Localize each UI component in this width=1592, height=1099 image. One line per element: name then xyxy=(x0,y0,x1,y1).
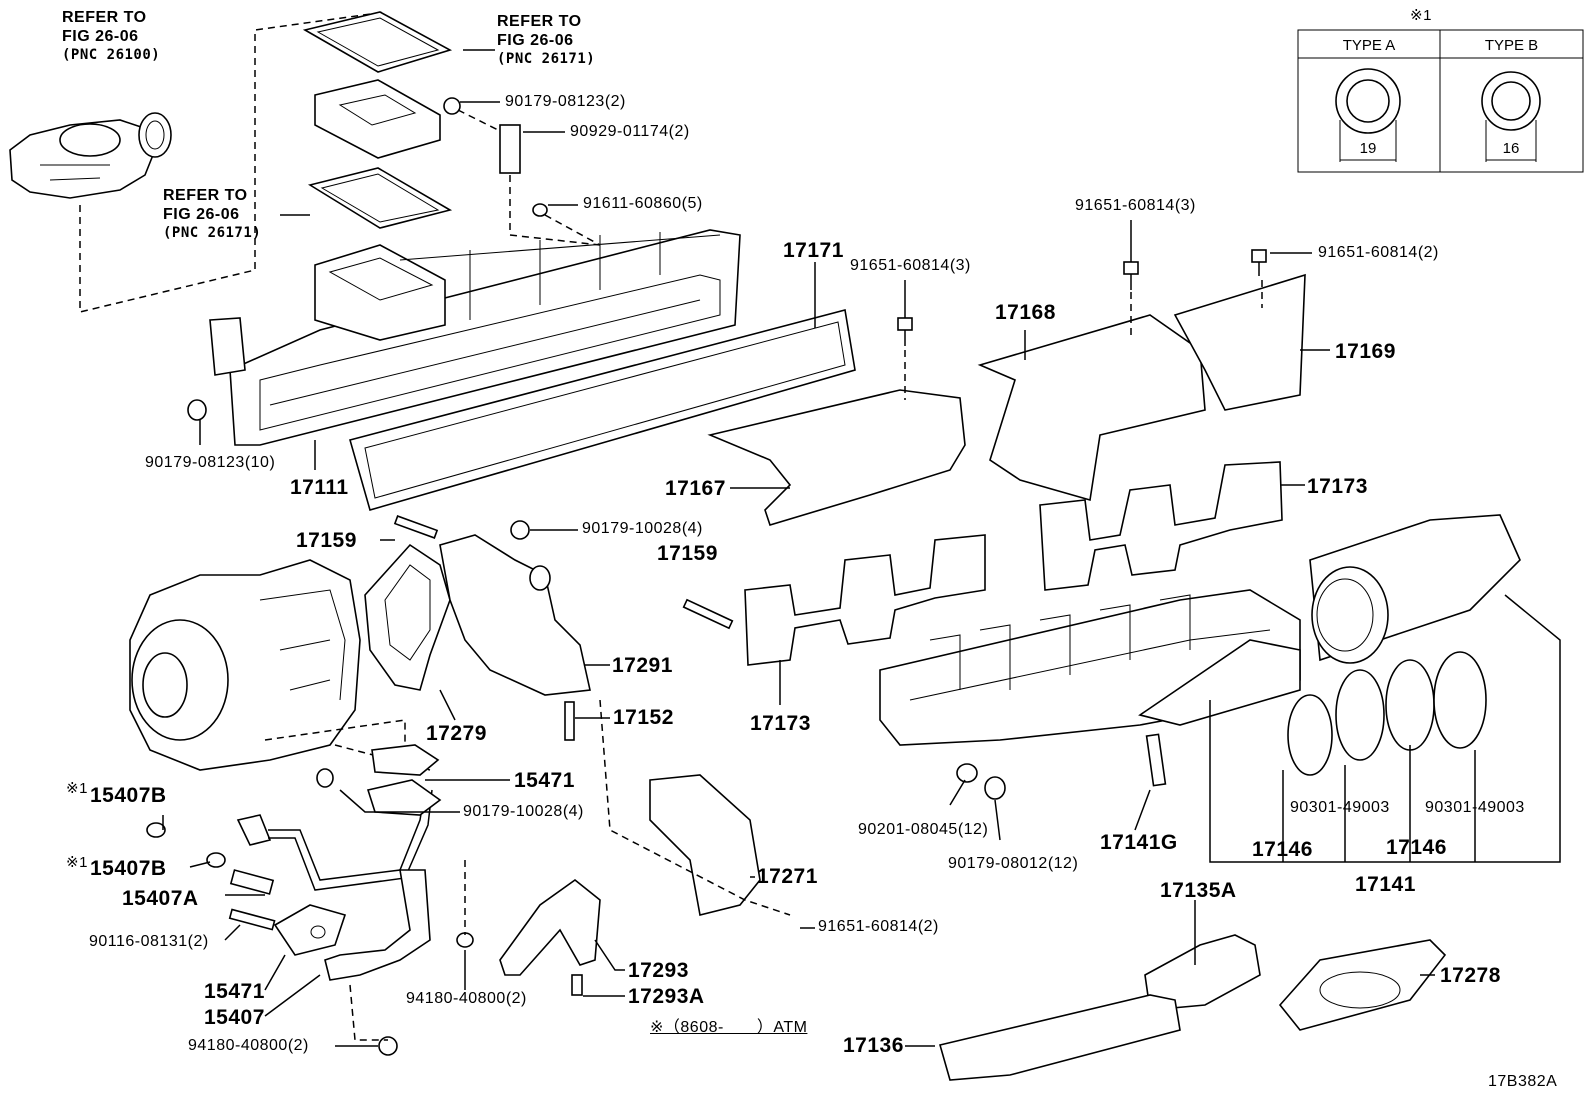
upper-gaskets-drawing xyxy=(302,11,453,229)
reference-line: FIG 26-06 xyxy=(62,28,139,45)
part-label-17279[interactable]: 17279 xyxy=(426,722,487,745)
leader-lines xyxy=(162,49,1435,1047)
oil-pipe-drawing xyxy=(236,789,433,981)
reference-line: REFER TO xyxy=(497,13,582,30)
part-label-91651-60814-2-upper[interactable]: 91651-60814(2) xyxy=(1318,244,1439,261)
reference-line: REFER TO xyxy=(62,9,147,26)
part-label-15471-lower[interactable]: 15471 xyxy=(204,980,265,1003)
reference-line: FIG 26-06 xyxy=(497,32,574,49)
reference-label-throttle: REFER TO FIG 26-06 (PNC 26100) xyxy=(62,9,161,63)
heat-insulator-17168-drawing xyxy=(977,314,1206,502)
heat-insulator-17271-drawing xyxy=(649,774,761,916)
part-label-90929-01174-2[interactable]: 90929-01174(2) xyxy=(570,123,690,140)
part-label-17159-right[interactable]: 17159 xyxy=(657,542,718,565)
reference-label-gasket-lower: REFER TO FIG 26-06 (PNC 26171) xyxy=(163,187,262,241)
part-label-17169[interactable]: 17169 xyxy=(1335,340,1396,363)
type-b-dimension: 16 xyxy=(1502,140,1520,157)
part-label-15407A[interactable]: 15407A xyxy=(122,887,199,910)
part-label-15471-upper[interactable]: 15471 xyxy=(514,769,575,792)
part-label-90301-49003-right[interactable]: 90301-49003 xyxy=(1425,799,1525,816)
turbo-elbow-drawing xyxy=(439,534,591,696)
part-label-94180-40800-2-upper[interactable]: 94180-40800(2) xyxy=(406,990,527,1007)
gasket-17278-drawing xyxy=(1278,939,1447,1031)
type-a-dimension: 19 xyxy=(1359,140,1377,157)
throttle-body-drawing xyxy=(9,112,172,199)
type-table-mark: ※1 xyxy=(1410,7,1432,24)
part-label-15407B-lower[interactable]: 15407B xyxy=(90,857,167,880)
part-label-90201-08045-12[interactable]: 90201-08045(12) xyxy=(858,821,989,838)
turbo-gasket-drawing xyxy=(364,543,451,691)
type-mark-15407B-lower: ※1 xyxy=(66,854,88,871)
part-label-90179-10028-4-lower[interactable]: 90179-10028(4) xyxy=(463,803,584,820)
part-label-17293[interactable]: 17293 xyxy=(628,959,689,982)
part-label-17152[interactable]: 17152 xyxy=(613,706,674,729)
part-label-17146-right[interactable]: 17146 xyxy=(1386,836,1447,859)
part-label-90179-08012-12[interactable]: 90179-08012(12) xyxy=(948,855,1079,872)
reference-line: (PNC 26171) xyxy=(497,51,596,67)
reference-line: (PNC 26171) xyxy=(163,225,262,241)
type-table-frame xyxy=(1297,29,1584,173)
part-label-91651-60814-3-upper[interactable]: 91651-60814(3) xyxy=(1075,197,1196,214)
part-label-17136[interactable]: 17136 xyxy=(843,1034,904,1057)
heat-insulator-17169-drawing xyxy=(1173,273,1306,411)
part-label-17135A[interactable]: 17135A xyxy=(1160,879,1237,902)
type-mark-15407B-upper: ※1 xyxy=(66,780,88,797)
part-label-91651-60814-2-lower[interactable]: 91651-60814(2) xyxy=(818,918,939,935)
exhaust-gasket-lower-drawing xyxy=(744,534,986,666)
part-label-17167[interactable]: 17167 xyxy=(665,477,726,500)
part-label-90179-08123-2[interactable]: 90179-08123(2) xyxy=(505,93,626,110)
part-label-17271[interactable]: 17271 xyxy=(757,865,818,888)
turbocharger-drawing xyxy=(129,559,361,771)
part-label-17291[interactable]: 17291 xyxy=(612,654,673,677)
part-label-91651-60814-3-lower[interactable]: 91651-60814(3) xyxy=(850,257,971,274)
type-a-header: TYPE A xyxy=(1342,37,1396,54)
part-label-90116-08131-2[interactable]: 90116-08131(2) xyxy=(89,933,209,950)
reference-label-gasket-upper: REFER TO FIG 26-06 (PNC 26171) xyxy=(497,13,596,67)
part-label-15407[interactable]: 15407 xyxy=(204,1006,265,1029)
part-label-17159-left[interactable]: 17159 xyxy=(296,529,357,552)
part-label-17146-left[interactable]: 17146 xyxy=(1252,838,1313,861)
type-b-header: TYPE B xyxy=(1484,37,1539,54)
part-label-15407B-upper[interactable]: 15407B xyxy=(90,784,167,807)
exhaust-manifold-drawing xyxy=(879,514,1521,746)
part-label-17111[interactable]: 17111 xyxy=(290,476,349,499)
part-label-17171[interactable]: 17171 xyxy=(783,239,844,262)
reference-line: (PNC 26100) xyxy=(62,47,161,63)
bracket-17293-drawing xyxy=(499,878,601,976)
part-label-17141[interactable]: 17141 xyxy=(1355,873,1416,896)
part-label-17173-upper[interactable]: 17173 xyxy=(1307,475,1368,498)
reference-line: FIG 26-06 xyxy=(163,206,240,223)
part-label-90179-10028-4-upper[interactable]: 90179-10028(4) xyxy=(582,520,703,537)
part-label-90179-08123-10[interactable]: 90179-08123(10) xyxy=(145,454,276,471)
part-label-17293A[interactable]: 17293A xyxy=(628,985,705,1008)
part-label-17168[interactable]: 17168 xyxy=(995,301,1056,324)
reference-line: REFER TO xyxy=(163,187,248,204)
part-label-17278[interactable]: 17278 xyxy=(1440,964,1501,987)
part-label-90301-49003-left[interactable]: 90301-49003 xyxy=(1290,799,1390,816)
part-label-17141G[interactable]: 17141G xyxy=(1100,831,1178,854)
seal-rings-drawing xyxy=(1287,651,1487,776)
part-label-17173-lower[interactable]: 17173 xyxy=(750,712,811,735)
intake-manifold-drawing xyxy=(209,229,741,446)
part-label-91611-60860-5[interactable]: 91611-60860(5) xyxy=(583,195,703,212)
part-label-94180-40800-2-lower[interactable]: 94180-40800(2) xyxy=(188,1037,309,1054)
figure-code: 17B382A xyxy=(1488,1073,1558,1090)
plate-17136-drawing xyxy=(939,994,1181,1081)
atm-note: ※（8608- ）ATM xyxy=(650,1019,808,1036)
exhaust-gasket-upper-drawing xyxy=(1039,461,1283,591)
heat-insulator-17167-drawing xyxy=(707,389,966,526)
